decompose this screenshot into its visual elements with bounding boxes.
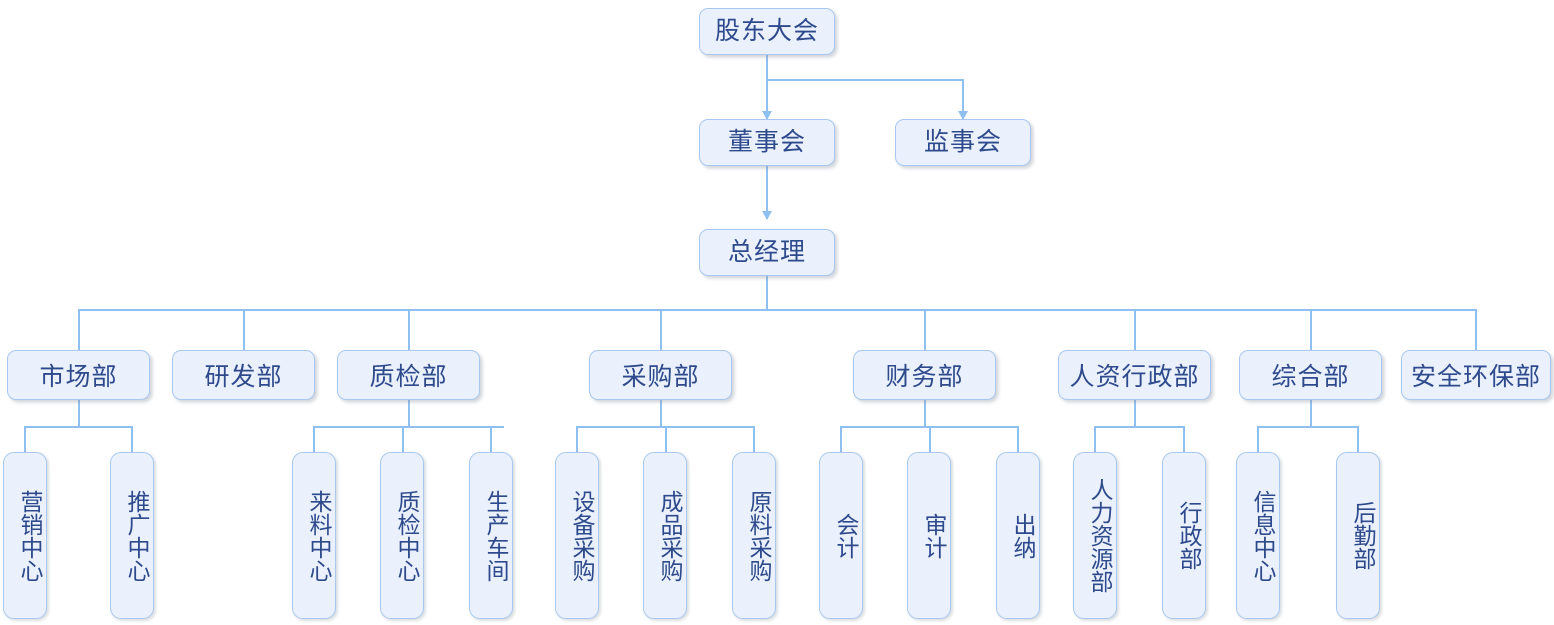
node-label: 总经理 (727, 239, 806, 266)
node-label: 来料中心 (306, 489, 331, 582)
node-label: 采购部 (621, 364, 700, 391)
node-leaf-incoming-center[interactable]: 来料中心 (292, 452, 336, 619)
node-leaf-hr-department[interactable]: 人力资源部 (1073, 452, 1117, 619)
connector-market-stem (78, 400, 80, 427)
node-department-qc[interactable]: 质检部 (337, 350, 480, 400)
node-label: 市场部 (39, 364, 118, 391)
node-leaf-production-shop[interactable]: 生产车间 (469, 452, 513, 619)
node-label: 后勤部 (1350, 501, 1375, 570)
node-label: 会计 (833, 512, 858, 559)
node-department-rd[interactable]: 研发部 (172, 350, 315, 400)
node-label: 质检中心 (394, 489, 419, 582)
connector-arrow-board (761, 111, 772, 120)
connector-hr-admin-child-2 (1183, 426, 1185, 453)
node-leaf-promotion-center[interactable]: 推广中心 (110, 452, 154, 619)
node-label: 股东大会 (714, 18, 819, 45)
connector-supervisors-drop (962, 79, 964, 120)
node-leaf-accounting[interactable]: 会计 (819, 452, 863, 619)
node-label: 营销中心 (17, 489, 42, 582)
connector-finance-child-2 (929, 426, 931, 453)
connector-drop-market (78, 309, 80, 351)
connector-market-bus (24, 426, 132, 428)
connector-purchase-stem (660, 400, 662, 427)
connector-qc-bus (313, 426, 504, 428)
node-leaf-qc-center[interactable]: 质检中心 (380, 452, 424, 619)
node-label: 审计 (921, 512, 946, 559)
node-label: 出纳 (1010, 512, 1035, 559)
node-label: 推广中心 (124, 489, 149, 582)
node-board-of-directors[interactable]: 董事会 (699, 119, 835, 166)
node-label: 人资行政部 (1069, 364, 1200, 391)
node-department-market[interactable]: 市场部 (7, 350, 150, 400)
connector-hr-admin-child-1 (1094, 426, 1096, 453)
node-department-general[interactable]: 综合部 (1239, 350, 1382, 400)
node-label: 行政部 (1176, 501, 1201, 570)
node-leaf-logistics-department[interactable]: 后勤部 (1336, 452, 1380, 619)
connector-general-child-1 (1257, 426, 1259, 453)
connector-drop-purchase (660, 309, 662, 351)
connector-finance-child-3 (1017, 426, 1019, 453)
connector-general-bus (1257, 426, 1358, 428)
connector-purchase-child-2 (665, 426, 667, 453)
node-leaf-marketing-center[interactable]: 营销中心 (3, 452, 47, 619)
connector-market-child-1 (24, 426, 26, 453)
node-leaf-product-purchase[interactable]: 成品采购 (643, 452, 687, 619)
connector-finance-child-1 (840, 426, 842, 453)
node-label: 设备采购 (569, 489, 594, 582)
node-label: 成品采购 (657, 489, 682, 582)
node-label: 财务部 (885, 364, 964, 391)
node-label: 人力资源部 (1087, 478, 1112, 593)
connector-qc-child-2 (402, 426, 404, 453)
node-leaf-admin-department[interactable]: 行政部 (1162, 452, 1206, 619)
connector-hr-admin-bus (1094, 426, 1184, 428)
node-label: 质检部 (369, 364, 448, 391)
node-leaf-auditing[interactable]: 审计 (907, 452, 951, 619)
node-board-of-supervisors[interactable]: 监事会 (895, 119, 1031, 166)
connector-arrow-general-manager (761, 211, 772, 220)
connector-general-stem (1310, 400, 1312, 427)
node-leaf-equipment-purchase[interactable]: 设备采购 (555, 452, 599, 619)
connector-drop-general (1310, 309, 1312, 351)
connector-drop-finance (924, 309, 926, 351)
connector-shareholders-bus (766, 79, 963, 81)
connector-finance-stem (924, 400, 926, 427)
node-leaf-info-center[interactable]: 信息中心 (1236, 452, 1280, 619)
connector-drop-rd (243, 309, 245, 351)
connector-market-child-2 (131, 426, 133, 453)
connector-drop-hr-admin (1134, 309, 1136, 351)
node-label: 安全环保部 (1410, 364, 1541, 391)
connector-drop-safety (1475, 309, 1477, 351)
connector-gm-stem (766, 276, 768, 310)
node-leaf-cashier[interactable]: 出纳 (996, 452, 1040, 619)
connector-shareholders-stem (766, 55, 768, 120)
connector-qc-stem (408, 400, 410, 427)
connector-drop-qc (408, 309, 410, 351)
node-label: 原料采购 (746, 489, 771, 582)
node-leaf-material-purchase[interactable]: 原料采购 (732, 452, 776, 619)
connector-purchase-child-3 (753, 426, 755, 453)
node-label: 监事会 (923, 129, 1002, 156)
node-department-purchase[interactable]: 采购部 (589, 350, 732, 400)
connector-general-child-2 (1357, 426, 1359, 453)
node-label: 信息中心 (1250, 489, 1275, 582)
connector-board-to-gm (766, 166, 768, 219)
node-shareholders-meeting[interactable]: 股东大会 (699, 8, 835, 55)
connector-hr-admin-stem (1134, 400, 1136, 427)
connector-qc-child-3 (490, 426, 492, 453)
node-label: 研发部 (204, 364, 283, 391)
node-label: 生产车间 (483, 489, 508, 582)
connector-department-bus (78, 309, 1475, 311)
node-label: 综合部 (1271, 364, 1350, 391)
node-label: 董事会 (727, 129, 806, 156)
node-department-safety[interactable]: 安全环保部 (1401, 350, 1551, 400)
node-general-manager[interactable]: 总经理 (699, 229, 835, 276)
connector-qc-child-1 (313, 426, 315, 453)
connector-arrow-supervisors (957, 111, 968, 120)
node-department-finance[interactable]: 财务部 (853, 350, 996, 400)
connector-purchase-child-1 (576, 426, 578, 453)
node-department-hr-admin[interactable]: 人资行政部 (1058, 350, 1211, 400)
